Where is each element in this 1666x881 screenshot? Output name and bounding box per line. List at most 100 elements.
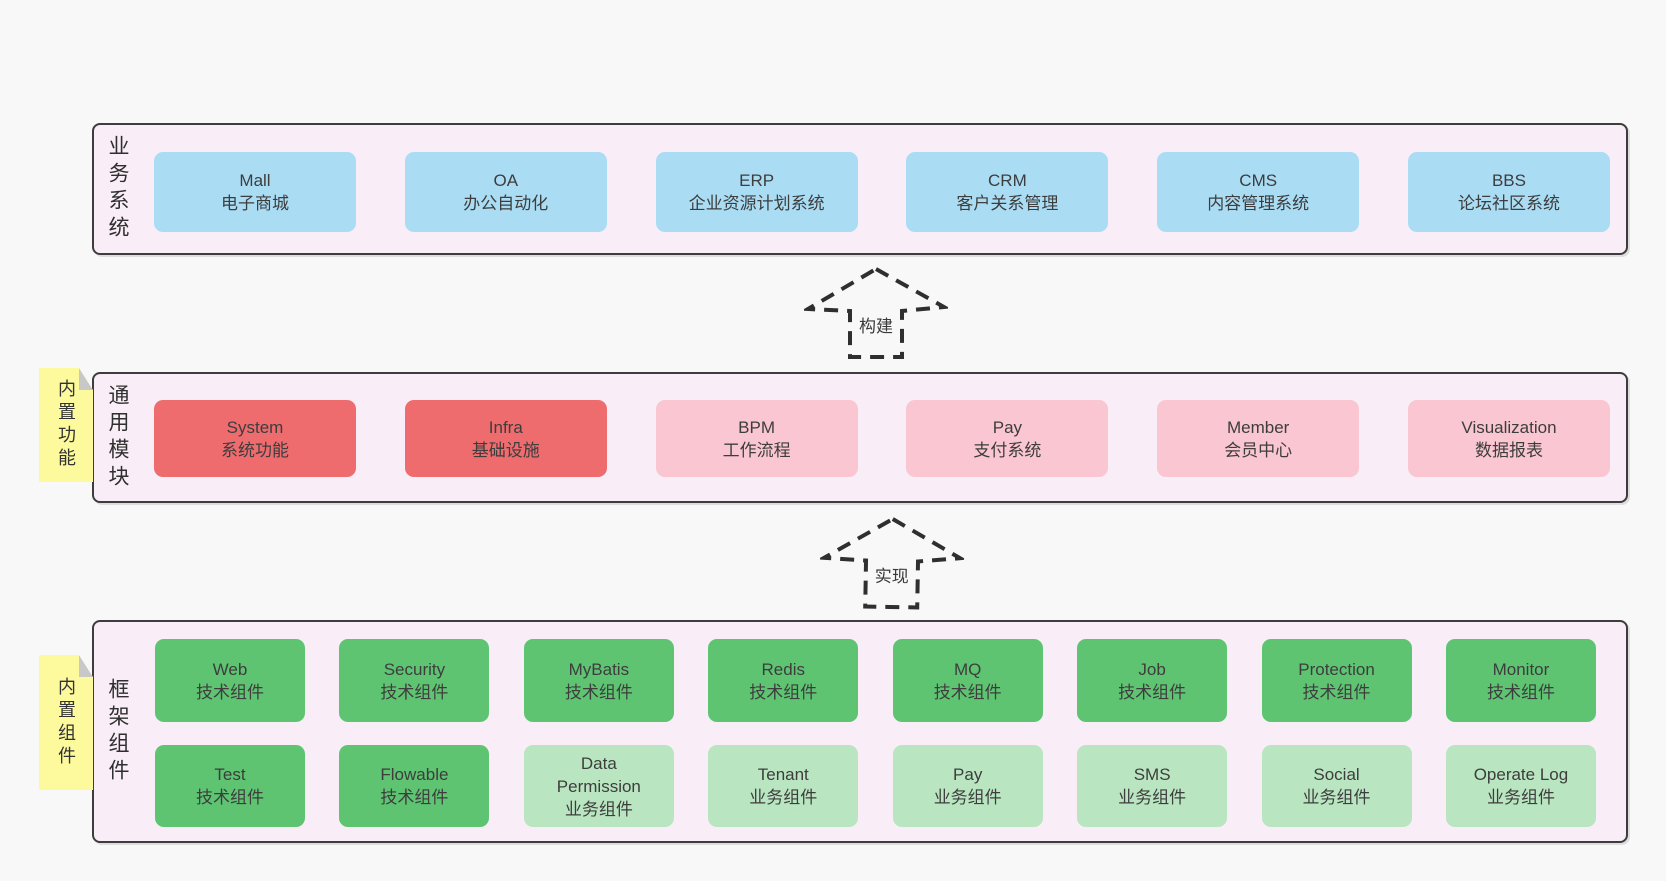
- box-title: ERP: [739, 171, 775, 190]
- module-box: BPM 工作流程: [655, 400, 858, 477]
- box-subtitle: 技术组件: [564, 682, 633, 702]
- implement-arrow-label: 实现: [871, 561, 912, 588]
- component-box: Redis 技术组件: [708, 639, 859, 722]
- box-title: SMS: [1133, 765, 1171, 784]
- system-box: CMS 内容管理系统: [1157, 152, 1360, 232]
- box-title: Pay: [953, 765, 983, 784]
- box-title: Monitor: [1492, 659, 1550, 679]
- component-box: Test 技术组件: [155, 745, 305, 827]
- box-title: Protection: [1298, 659, 1375, 679]
- panel-framework-components: 框架组件 Web 技术组件 Security 技术组件 MyBatis 技术组件: [92, 620, 1628, 843]
- module-box: Member 会员中心: [1157, 400, 1360, 477]
- module-box: Pay 支付系统: [906, 400, 1109, 477]
- components-box-row-2: Test 技术组件 Flowable 技术组件 Data Permission …: [155, 745, 1596, 827]
- box-title: CMS: [1239, 171, 1278, 190]
- box-title: MyBatis: [568, 659, 630, 679]
- build-arrow-label: 构建: [856, 312, 896, 337]
- module-box: Infra 基础设施: [404, 400, 607, 477]
- box-subtitle: 技术组件: [1486, 682, 1555, 702]
- modules-box-row: System 系统功能 Infra 基础设施 BPM 工作流程 Pay 支付系统: [154, 400, 1610, 477]
- panel-label-business: 业务系统: [106, 135, 129, 243]
- box-title: Visualization: [1461, 417, 1557, 437]
- component-box: SMS 业务组件: [1077, 745, 1228, 827]
- box-title: Data Permission: [556, 753, 641, 796]
- module-box: System 系统功能: [154, 400, 356, 477]
- sticky-note-label: 内置功能: [56, 379, 76, 471]
- component-box: Protection 技术组件: [1261, 639, 1412, 722]
- module-box: Visualization 数据报表: [1407, 400, 1610, 477]
- box-subtitle: 业务组件: [564, 799, 633, 819]
- box-title: Member: [1227, 417, 1290, 437]
- box-subtitle: 技术组件: [933, 682, 1002, 702]
- box-title: Test: [214, 765, 246, 784]
- box-subtitle: 内容管理系统: [1207, 194, 1310, 213]
- box-title: OA: [493, 171, 519, 190]
- sticky-note-builtin-components: 内置组件: [39, 655, 93, 790]
- components-box-row-1: Web 技术组件 Security 技术组件 MyBatis 技术组件 Redi…: [155, 639, 1596, 722]
- system-box: ERP 企业资源计划系统: [655, 152, 858, 232]
- box-subtitle: 会员中心: [1224, 440, 1293, 460]
- implement-arrow: 实现: [819, 513, 965, 611]
- box-title: Redis: [761, 659, 805, 679]
- box-title: Job: [1138, 659, 1166, 679]
- panel-label-modules: 通用模块: [106, 383, 129, 492]
- component-box: Data Permission 业务组件: [523, 745, 674, 827]
- box-title: MQ: [953, 659, 982, 679]
- component-box: MQ 技术组件: [892, 639, 1043, 722]
- box-subtitle: 系统功能: [221, 440, 289, 460]
- box-subtitle: 办公自动化: [463, 194, 549, 213]
- box-subtitle: 论坛社区系统: [1457, 194, 1560, 213]
- box-subtitle: 企业资源计划系统: [688, 194, 825, 213]
- folded-corner-icon: [79, 368, 93, 390]
- box-title: System: [226, 417, 284, 437]
- box-subtitle: 业务组件: [1486, 788, 1555, 807]
- box-subtitle: 支付系统: [973, 440, 1042, 460]
- box-subtitle: 技术组件: [380, 788, 449, 807]
- box-title: CRM: [988, 171, 1027, 190]
- panel-business-systems: 业务系统 Mall 电子商城 OA 办公自动化 ERP 企业资源计划系统: [92, 123, 1628, 255]
- component-box: Social 业务组件: [1261, 745, 1412, 827]
- folded-corner-icon: [79, 655, 93, 677]
- sticky-note-label: 内置组件: [56, 676, 76, 769]
- box-title: Tenant: [757, 765, 809, 784]
- box-title: BBS: [1491, 171, 1526, 190]
- system-box: CRM 客户关系管理: [906, 152, 1109, 232]
- box-title: Social: [1313, 765, 1360, 784]
- box-subtitle: 业务组件: [1302, 788, 1371, 807]
- dashed-up-arrow-icon: [804, 266, 948, 359]
- box-subtitle: 技术组件: [380, 682, 449, 702]
- sticky-note-builtin-functions: 内置功能: [39, 368, 93, 482]
- component-box: Web 技术组件: [155, 639, 305, 722]
- box-subtitle: 工作流程: [722, 440, 791, 460]
- component-box: Monitor 技术组件: [1445, 639, 1596, 722]
- system-box: Mall 电子商城: [154, 152, 356, 232]
- component-box: Operate Log 业务组件: [1445, 745, 1596, 827]
- component-box: Pay 业务组件: [892, 745, 1043, 827]
- box-title: Pay: [992, 417, 1023, 437]
- component-box: Tenant 业务组件: [708, 745, 859, 827]
- build-arrow: 构建: [804, 264, 948, 360]
- system-box: OA 办公自动化: [404, 152, 607, 232]
- box-title: Infra: [488, 417, 523, 437]
- box-subtitle: 数据报表: [1474, 440, 1543, 460]
- box-subtitle: 业务组件: [749, 788, 818, 807]
- box-subtitle: 基础设施: [471, 440, 540, 460]
- box-title: Flowable: [380, 765, 449, 784]
- box-subtitle: 技术组件: [1302, 682, 1371, 702]
- box-title: Security: [383, 659, 446, 679]
- box-subtitle: 技术组件: [749, 682, 818, 702]
- box-title: BPM: [738, 417, 776, 437]
- component-box: Flowable 技术组件: [339, 745, 490, 827]
- box-subtitle: 电子商城: [221, 194, 289, 213]
- panel-common-modules: 通用模块 System 系统功能 Infra 基础设施 BPM 工作流程: [92, 372, 1628, 503]
- component-box: MyBatis 技术组件: [523, 639, 674, 722]
- dashed-up-arrow-icon: [819, 516, 965, 610]
- system-box: BBS 论坛社区系统: [1407, 152, 1610, 232]
- component-box: Job 技术组件: [1077, 639, 1228, 722]
- box-subtitle: 技术组件: [1118, 682, 1187, 702]
- box-subtitle: 技术组件: [196, 788, 264, 807]
- box-subtitle: 业务组件: [1118, 788, 1187, 807]
- box-subtitle: 技术组件: [196, 682, 264, 702]
- component-box: Security 技术组件: [339, 639, 490, 722]
